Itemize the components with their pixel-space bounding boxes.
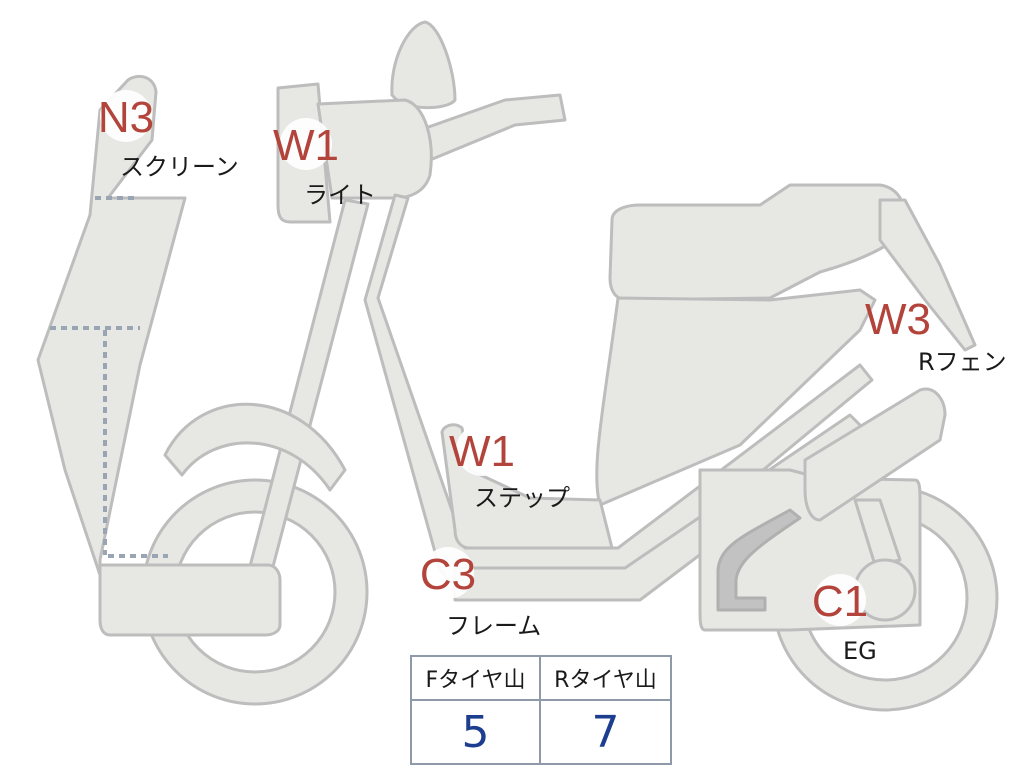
body-cowl (595, 288, 877, 507)
badge-w1-step: W1 ステップ (449, 424, 570, 512)
badge-code: W1 (449, 427, 515, 476)
part-label: ライト (304, 181, 376, 209)
part-label: ステップ (474, 484, 570, 512)
rear-fender (878, 198, 977, 352)
step-floor (440, 423, 614, 550)
badge-w1-light: W1 ライト (273, 118, 376, 209)
tyre-tread-table: Fタイヤ山 Rタイヤ山 5 7 (410, 655, 672, 765)
front-cover (36, 75, 187, 577)
part-label: スクリーン (120, 153, 239, 181)
badge-c3-frame: C3 フレーム (420, 547, 541, 640)
front-tyre-value: 5 (412, 701, 541, 763)
exhaust-pipe (716, 508, 802, 612)
front-lower-cowl (98, 563, 282, 637)
badge-code: W1 (273, 121, 339, 170)
part-label: フレーム (446, 612, 541, 640)
badge-n3-screen: N3 スクリーン (98, 90, 239, 181)
badge-c1-engine: C1 EG (812, 574, 877, 665)
rear-tyre-value: 7 (591, 706, 620, 758)
part-label: Rフェン (918, 348, 1007, 376)
seat (608, 183, 907, 302)
dotted-damage-lines (50, 196, 168, 558)
badge-code: C1 (812, 577, 868, 626)
frame-main-tube (363, 193, 874, 584)
front-tyre-header: Fタイヤ山 (412, 657, 541, 701)
part-label: EG (843, 637, 877, 665)
rear-tyre-header: Rタイヤ山 (541, 657, 670, 701)
badge-code: W3 (865, 295, 931, 344)
front-fender (163, 402, 347, 492)
badge-code: N3 (98, 93, 154, 142)
badge-code: C3 (420, 550, 476, 599)
rear-shock (853, 498, 902, 567)
air-cleaner (803, 387, 947, 522)
badge-w3-rear-fender: W3 Rフェン (865, 292, 1007, 376)
mirror (390, 20, 457, 110)
